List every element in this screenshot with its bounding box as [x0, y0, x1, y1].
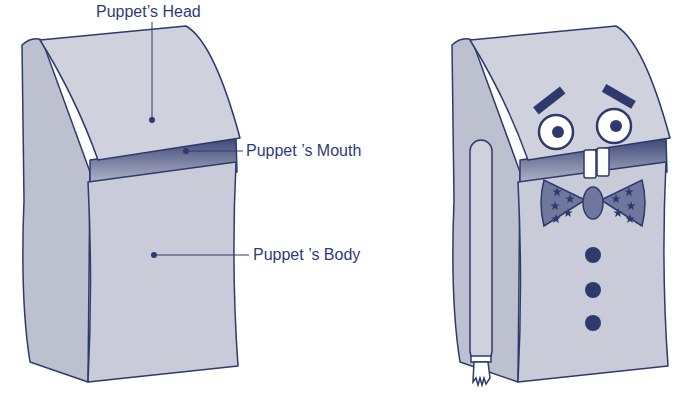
bow-wing — [601, 180, 645, 226]
tooth — [584, 150, 596, 178]
star-symbol — [611, 194, 621, 203]
leader-lines — [152, 22, 249, 255]
bow-wing — [541, 180, 585, 226]
star-symbol — [624, 187, 634, 196]
button — [585, 282, 601, 298]
part-label: Puppet ’s Mouth — [246, 141, 361, 161]
arm-sleeve — [470, 140, 492, 362]
decorated-bag — [452, 26, 670, 382]
star-symbol — [625, 214, 635, 223]
leader-line — [152, 22, 153, 120]
arm-hand — [473, 362, 490, 385]
star-symbol — [552, 187, 562, 196]
star-symbol — [550, 201, 560, 210]
button — [585, 247, 601, 263]
bow-knot — [583, 187, 603, 219]
eye — [539, 115, 573, 149]
puppet-arm — [470, 140, 492, 385]
leader-dots — [149, 117, 189, 258]
buttons — [585, 247, 601, 331]
eye — [597, 109, 631, 143]
part-label: Puppet’s Head — [96, 2, 201, 22]
leader-dot — [183, 148, 189, 154]
bag-body — [518, 162, 668, 382]
eyebrow — [602, 84, 636, 109]
star-symbol — [565, 194, 575, 203]
plain-bag — [22, 26, 240, 382]
star-symbol — [551, 214, 561, 223]
tooth — [597, 148, 609, 176]
leader-dot — [149, 117, 155, 123]
button — [585, 315, 601, 331]
part-label: Puppet ’s Body — [253, 245, 360, 265]
bag-body — [88, 162, 238, 382]
leader-dot — [151, 252, 157, 258]
bag-head — [470, 26, 670, 160]
bag-head — [40, 26, 240, 160]
star-symbol — [613, 208, 623, 217]
star-symbol — [563, 208, 573, 217]
eyebrow — [533, 86, 565, 114]
bow-stars — [550, 187, 636, 223]
pupil — [552, 126, 564, 138]
bow-tie — [541, 180, 645, 226]
star-symbol — [626, 201, 636, 210]
arm-cuff — [471, 356, 491, 362]
eyes — [539, 109, 631, 149]
leader-line — [154, 255, 249, 256]
pupil — [610, 120, 622, 132]
teeth — [584, 148, 609, 178]
leader-line — [186, 151, 243, 152]
